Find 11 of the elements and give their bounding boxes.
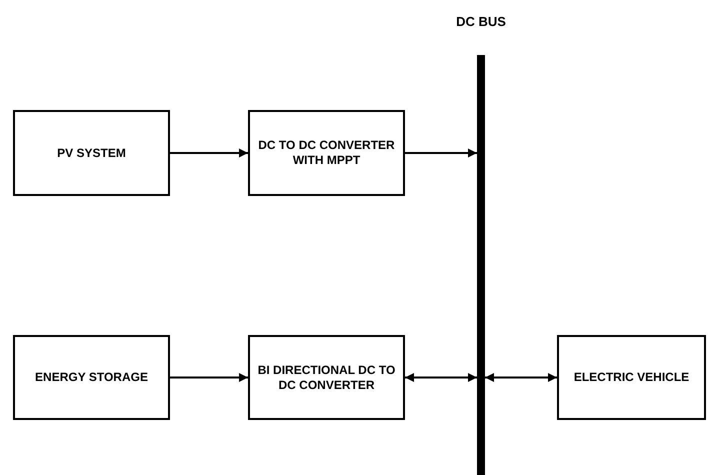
- process-box: ELECTRIC VEHICLE: [557, 335, 706, 420]
- process-box: BI DIRECTIONAL DC TO DC CONVERTER: [248, 335, 405, 420]
- process-box: ENERGY STORAGE: [13, 335, 170, 420]
- bus-label: DC BUS: [455, 13, 507, 31]
- process-box: PV SYSTEM: [13, 110, 170, 196]
- arrow: [405, 373, 477, 382]
- arrow: [405, 148, 477, 158]
- arrow: [170, 373, 248, 382]
- process-box: DC TO DC CONVERTER WITH MPPT: [248, 110, 405, 196]
- arrow: [485, 373, 557, 382]
- arrow: [170, 148, 248, 158]
